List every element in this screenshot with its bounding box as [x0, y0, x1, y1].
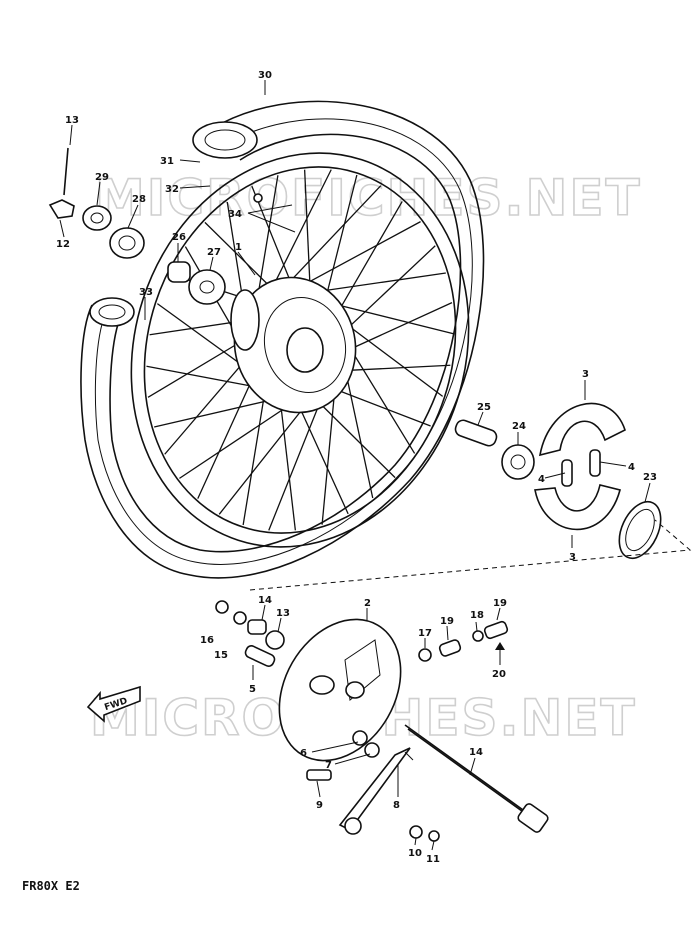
callout-4-left: 4	[538, 474, 545, 485]
callout-23: 23	[643, 472, 657, 483]
callout-11: 11	[426, 854, 440, 865]
spoke	[294, 396, 349, 515]
spoke	[242, 384, 267, 526]
callout-18: 16	[200, 635, 214, 646]
diagram-code: FR80X E2	[22, 879, 80, 893]
callout-27: 27	[207, 247, 221, 258]
hub	[230, 276, 357, 414]
callout-22: 20	[492, 669, 506, 680]
callout-14: 14	[469, 747, 483, 758]
callout-13: 13	[65, 115, 79, 126]
callout-16: 14	[258, 595, 272, 606]
callout-19-left: 17	[418, 628, 432, 639]
callout-21: 19	[493, 598, 507, 609]
spoke	[338, 245, 436, 337]
callout-8: 8	[393, 800, 400, 811]
callout-25: 25	[477, 402, 491, 413]
callout-6: 6	[300, 748, 307, 759]
spoke	[339, 302, 453, 355]
spoke	[164, 353, 252, 455]
callout-3-bottom: 3	[569, 552, 576, 563]
callout-7: 7	[325, 760, 332, 771]
callout-10: 10	[408, 848, 422, 859]
callout-3-top: 3	[582, 369, 589, 380]
callout-17: 15	[214, 650, 228, 661]
spoke	[197, 370, 257, 499]
callout-labels: 30 13 31 29 32 28 34 12 26 27 1 33 3 25 …	[56, 70, 657, 865]
callout-1: 1	[235, 242, 242, 253]
arrow-22-icon	[495, 642, 505, 650]
callout-28: 28	[132, 194, 146, 205]
callout-9: 9	[316, 800, 323, 811]
callout-24: 24	[512, 421, 526, 432]
callout-20: 19	[440, 616, 454, 627]
spoke	[323, 174, 358, 306]
spoke	[303, 169, 312, 297]
callout-5: 5	[249, 684, 256, 695]
callout-2: 2	[364, 598, 371, 609]
spoke	[147, 335, 252, 398]
callout-4-right: 4	[628, 462, 635, 473]
spoke	[251, 185, 296, 294]
callout-19-right: 18	[470, 610, 484, 621]
callout-33: 33	[139, 287, 153, 298]
leader-lines	[59, 80, 651, 851]
callout-31: 31	[160, 156, 174, 167]
spoke	[333, 201, 403, 320]
brake-panel	[215, 600, 549, 842]
rim	[130, 152, 470, 548]
callout-30: 30	[258, 70, 272, 81]
callout-12: 12	[56, 239, 70, 250]
spoke	[309, 393, 396, 479]
callout-15: 13	[276, 608, 290, 619]
callout-34: 34	[228, 209, 242, 220]
callout-32: 32	[165, 184, 179, 195]
watermark-top: MICROFICHES.NET	[95, 169, 642, 227]
callout-29: 29	[95, 172, 109, 183]
spoke	[278, 393, 297, 531]
hub-parts-left	[48, 147, 263, 305]
callout-26: 26	[172, 232, 186, 243]
brake-shoes	[249, 402, 692, 591]
